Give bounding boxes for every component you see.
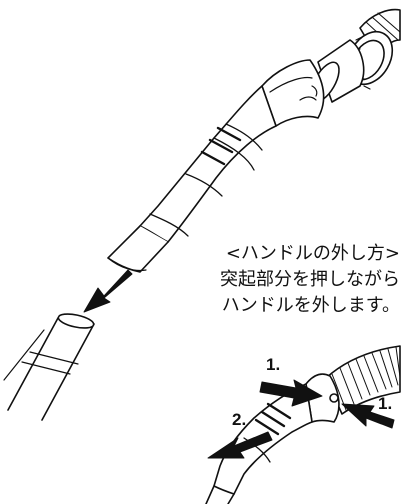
step-1-label-top: 1. bbox=[266, 355, 281, 374]
caption-line-2: ハンドルを外します。 bbox=[221, 295, 400, 316]
wand-pipe bbox=[3, 313, 95, 421]
wand-handle bbox=[107, 59, 325, 273]
caption-title: <ハンドルの外し方> bbox=[225, 243, 400, 264]
step-1-label-right: 1. bbox=[378, 394, 393, 413]
press-arrow-left bbox=[259, 379, 323, 407]
pull-arrow bbox=[207, 431, 273, 459]
pull-away-arrow bbox=[83, 269, 133, 313]
instruction-caption: <ハンドルの外し方> 突起部分を押しながら ハンドルを外します。 bbox=[150, 241, 400, 319]
hose-connector bbox=[310, 8, 401, 103]
press-arrow-right bbox=[341, 403, 395, 429]
caption-line-1: 突起部分を押しながら bbox=[220, 269, 400, 290]
step-2-label: 2. bbox=[232, 410, 247, 429]
